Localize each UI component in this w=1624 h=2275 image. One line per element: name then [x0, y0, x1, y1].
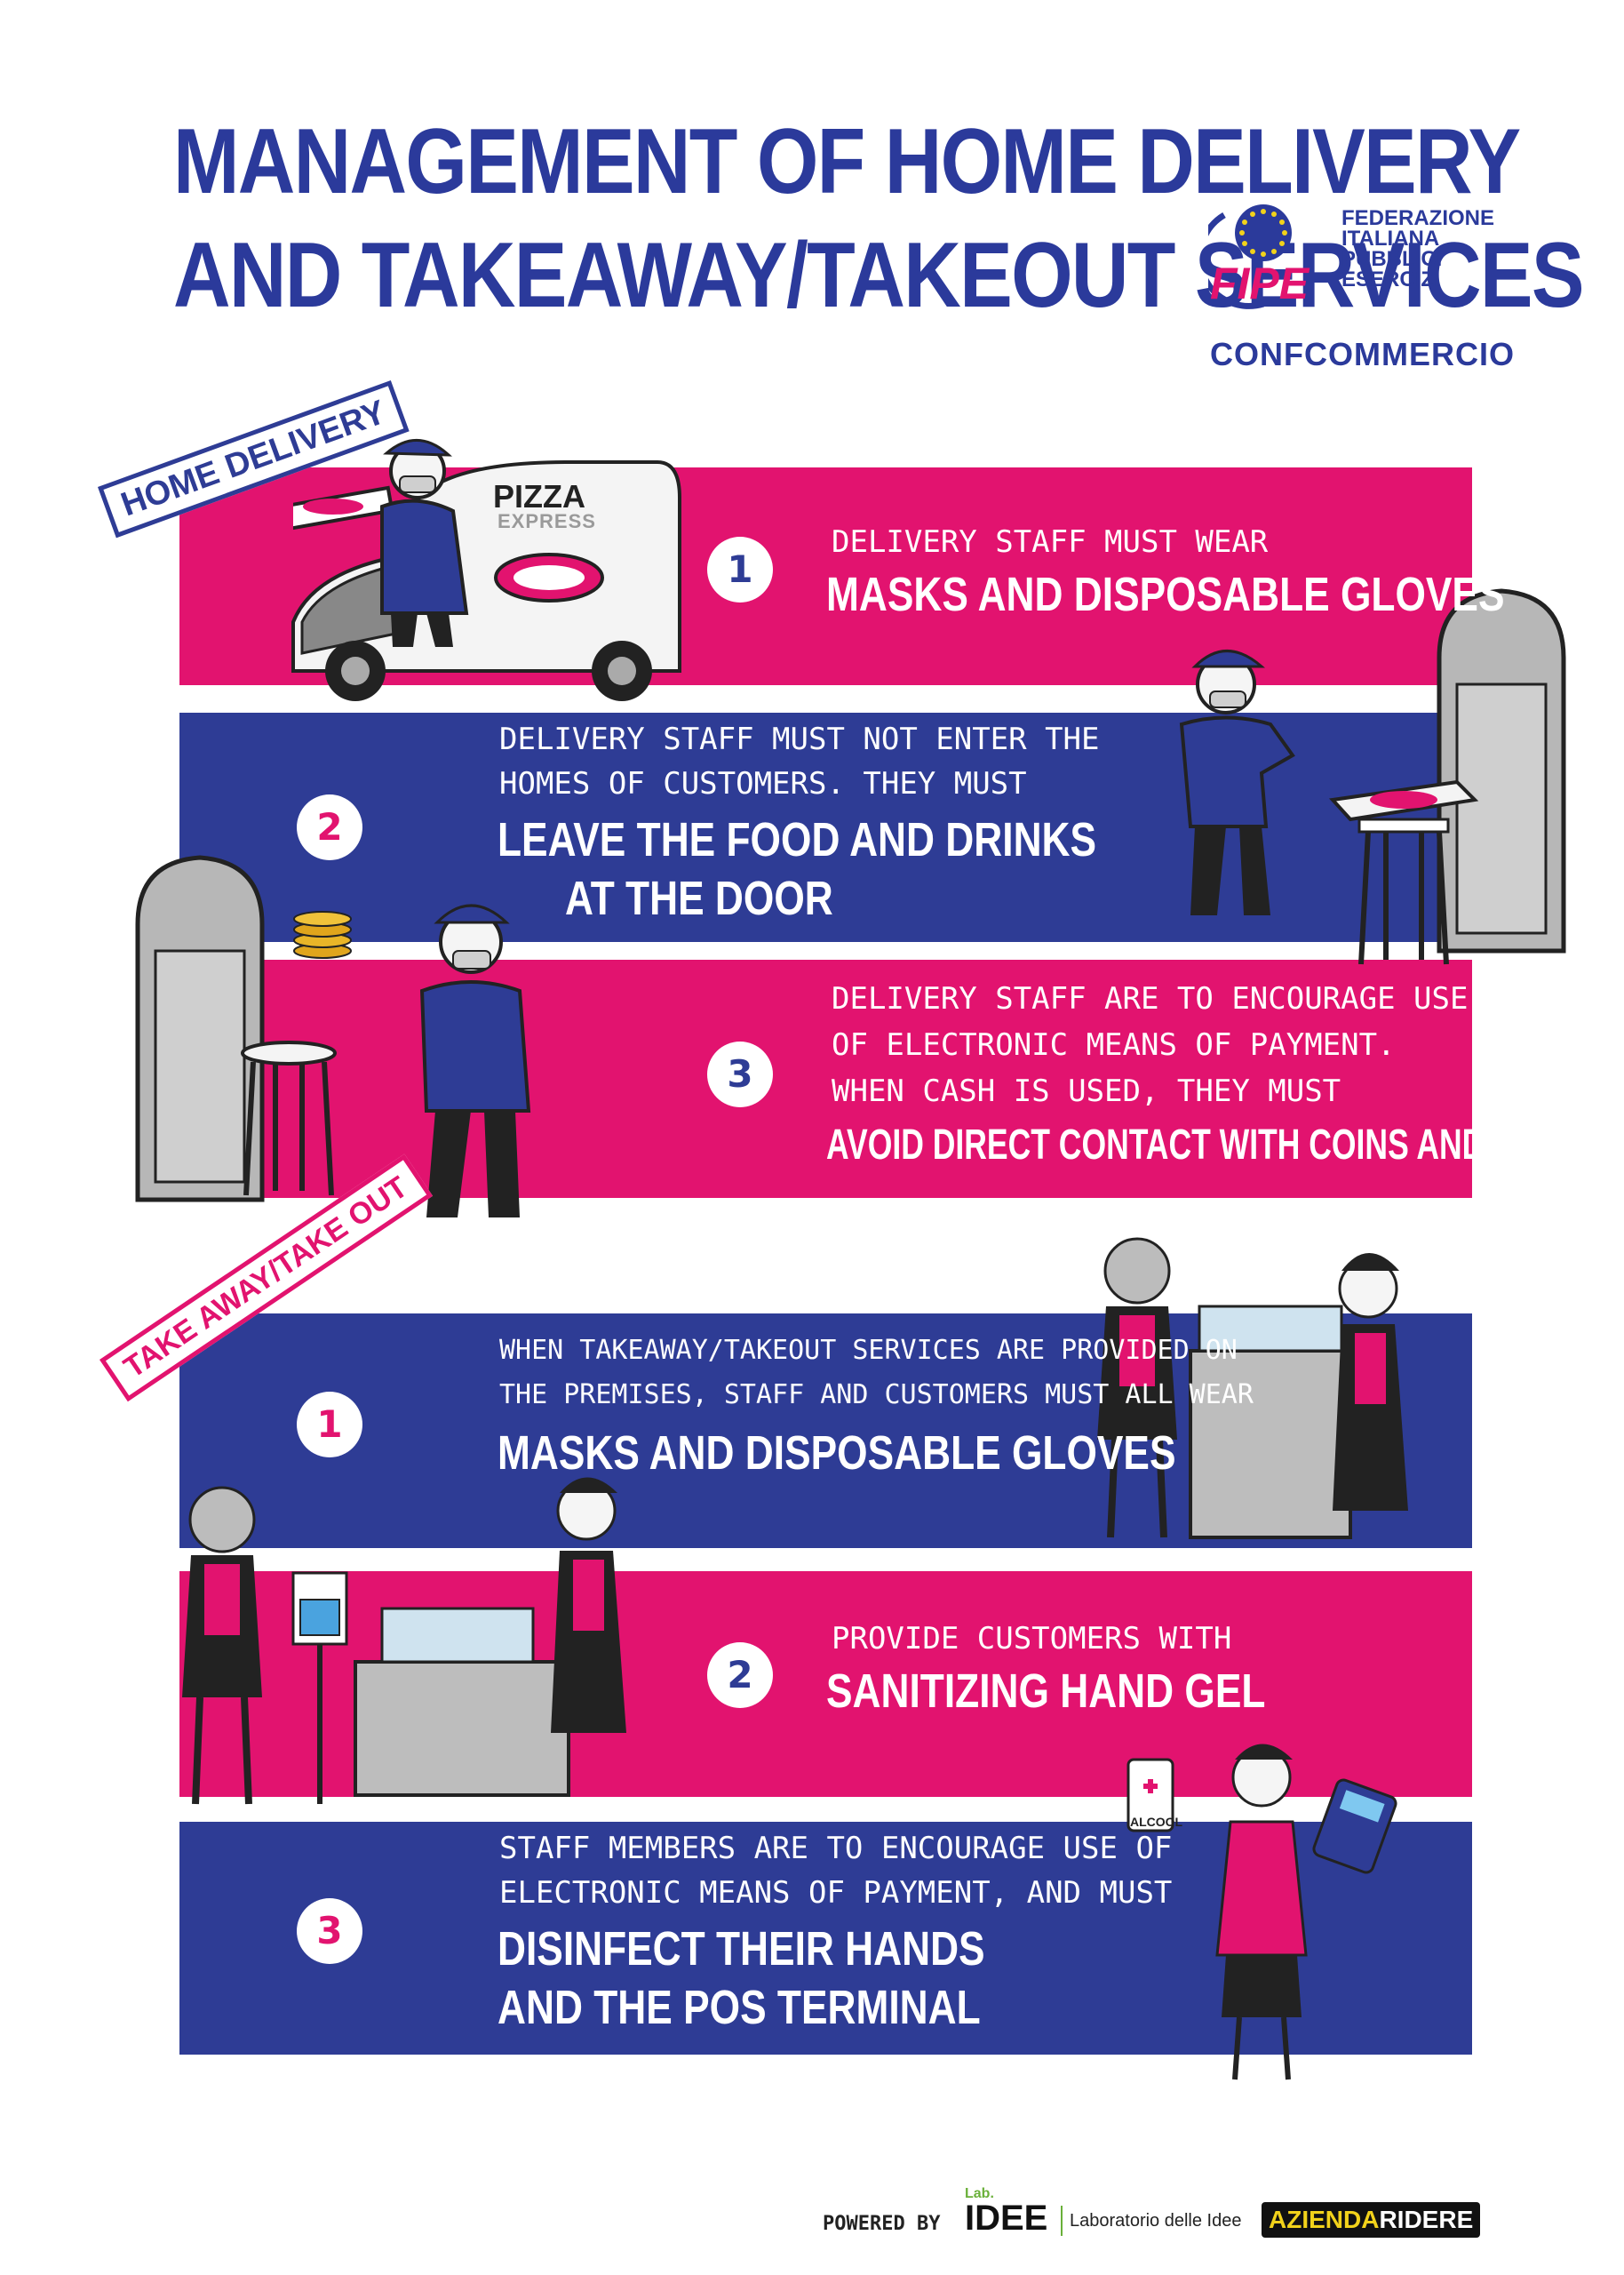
fipe-mark: FIPE — [1210, 259, 1310, 308]
powered-by-label: POWERED BY — [823, 2213, 941, 2235]
delivery-person-illustration — [1179, 650, 1295, 915]
door-illustration — [1437, 588, 1566, 954]
org-line: FEDERAZIONE — [1341, 206, 1495, 230]
hand-gel-counter-illustration — [182, 1477, 626, 1805]
fipe-org-name: FEDERAZIONE ITALIANA PUBBLICI ESERCIZI — [1341, 206, 1495, 291]
org-line: ESERCIZI — [1341, 267, 1440, 291]
stool-illustration — [241, 1041, 337, 1196]
org-line: PUBBLICI — [1341, 247, 1443, 271]
home-step-1-badge: 1 — [707, 537, 773, 603]
takeaway-step-2-badge: 2 — [707, 1642, 773, 1708]
confcommercio-logo: CONFCOMMERCIO — [1210, 336, 1515, 372]
home-step-2-text-1: DELIVERY STAFF MUST NOT ENTER THE — [499, 722, 1100, 757]
home-step-3-text-1: DELIVERY STAFF ARE TO ENCOURAGE USE — [832, 981, 1469, 1017]
lab-idee-divider — [1061, 2206, 1063, 2236]
home-step-3-highlight: AVOID DIRECT CONTACT WITH COINS AND BANK… — [826, 1122, 1624, 1169]
lab-idee-name: Laboratorio delle Idee — [1070, 2211, 1242, 2231]
fipe-logo: FIPE FEDERAZIONE ITALIANA PUBBLICI ESERC… — [1208, 197, 1514, 375]
delivery-van-illustration — [291, 460, 681, 701]
azienda-word: AZIENDA — [1269, 2206, 1380, 2233]
takeaway-step-3-badge: 3 — [297, 1898, 362, 1964]
home-step-1-text: DELIVERY STAFF MUST WEAR — [832, 524, 1269, 560]
delivery-person-illustration — [419, 904, 531, 1217]
home-step-2-highlight-1: LEAVE THE FOOD AND DRINKS — [498, 813, 1097, 866]
takeaway-counter-illustration — [1097, 1237, 1408, 1539]
door-illustration — [135, 855, 265, 1202]
title-line-1: MANAGEMENT OF HOME DELIVERY — [173, 110, 1521, 213]
takeaway-step-1-text-2: THE PREMISES, STAFF AND CUSTOMERS MUST A… — [499, 1379, 1254, 1410]
band-home-3 — [179, 960, 1472, 1198]
takeaway-step-3-text-2: ELECTRONIC MEANS OF PAYMENT, AND MUST — [499, 1875, 1173, 1911]
takeaway-step-1-badge: 1 — [297, 1392, 362, 1457]
takeaway-step-3-highlight-2: AND THE POS TERMINAL — [498, 1981, 981, 2034]
takeaway-step-3-highlight-1: DISINFECT THEIR HANDS — [498, 1922, 985, 1976]
takeaway-step-2-highlight: SANITIZING HAND GEL — [826, 1664, 1266, 1718]
fipe-emblem-icon — [1208, 204, 1292, 309]
lab-idee-prefix: Lab. — [965, 2186, 994, 2201]
home-step-3-badge: 3 — [707, 1042, 773, 1107]
pos-payment-illustration — [1126, 1744, 1397, 2080]
home-step-3-text-2: OF ELECTRONIC MEANS OF PAYMENT. — [832, 1027, 1396, 1063]
lab-idee-logo: Lab. IDEE Laboratorio delle Idee — [965, 2186, 1258, 2239]
takeaway-step-2-text: PROVIDE CUSTOMERS WITH — [832, 1621, 1232, 1656]
ridere-word: RIDERE — [1379, 2206, 1474, 2233]
takeaway-step-1-text-1: WHEN TAKEAWAY/TAKEOUT SERVICES ARE PROVI… — [499, 1335, 1238, 1366]
lab-idee-mark: IDEE — [965, 2199, 1048, 2238]
org-line: ITALIANA — [1341, 227, 1440, 251]
title-line-2: AND TAKEAWAY/TAKEOUT SERVICES — [173, 224, 1584, 327]
van-brand: PIZZA — [493, 478, 585, 515]
home-step-1-highlight: MASKS AND DISPOSABLE GLOVES — [826, 568, 1505, 621]
page-title: MANAGEMENT OF HOME DELIVERY AND TAKEAWAY… — [173, 105, 1584, 332]
azienda-ridere-logo: AZIENDARIDERE — [1262, 2202, 1481, 2238]
delivery-person-illustration — [293, 439, 469, 647]
stool-with-pizza-illustration — [1328, 779, 1479, 965]
home-step-2-text-2: HOMES OF CUSTOMERS. THEY MUST — [499, 766, 1027, 802]
home-step-2-highlight-2: AT THE DOOR — [565, 872, 833, 925]
van-brand-sub: EXPRESS — [498, 510, 596, 532]
alcohol-bottle-label: ALCOOL — [1130, 1815, 1183, 1829]
home-step-3-text-3: WHEN CASH IS USED, THEY MUST — [832, 1074, 1341, 1109]
takeaway-step-1-highlight: MASKS AND DISPOSABLE GLOVES — [498, 1426, 1176, 1480]
coins-icon — [293, 911, 352, 959]
home-step-2-badge: 2 — [297, 794, 362, 860]
takeaway-step-3-text-1: STAFF MEMBERS ARE TO ENCOURAGE USE OF — [499, 1831, 1173, 1866]
